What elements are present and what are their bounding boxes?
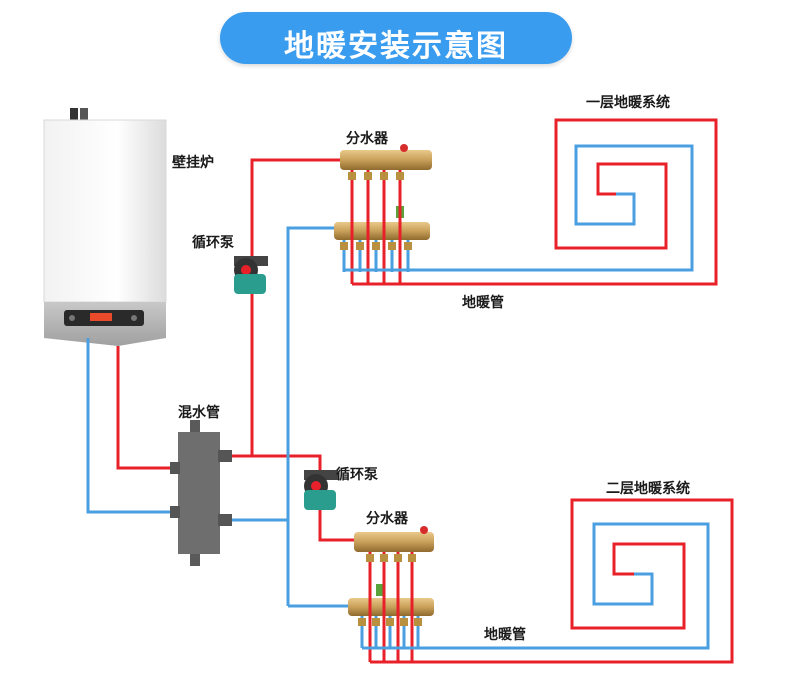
label-boiler: 壁挂炉 xyxy=(172,155,214,171)
page-title: 地暖安装示意图 xyxy=(284,29,508,64)
boiler xyxy=(43,108,167,346)
riser-pipes xyxy=(232,158,354,608)
floor2-heating-loop xyxy=(362,498,734,664)
mixing-pipe xyxy=(170,420,232,566)
floor1-heating-loop xyxy=(344,118,718,286)
label-system-floor2: 二层地暖系统 xyxy=(606,481,690,497)
label-floor-pipe-bottom: 地暖管 xyxy=(484,627,526,643)
label-mixing-pipe: 混水管 xyxy=(178,405,220,421)
manifold-top xyxy=(334,144,432,284)
label-manifold-top: 分水器 xyxy=(346,131,388,147)
label-pump-bottom: 循环泵 xyxy=(336,467,378,483)
manifold-bottom xyxy=(348,526,434,662)
label-manifold-bottom: 分水器 xyxy=(366,511,408,527)
title-banner: 地暖安装示意图 xyxy=(220,12,572,64)
label-floor-pipe-top: 地暖管 xyxy=(462,295,504,311)
pump-top xyxy=(234,256,268,294)
pump-bottom xyxy=(304,470,338,510)
label-pump-top: 循环泵 xyxy=(192,235,234,251)
label-system-floor1: 一层地暖系统 xyxy=(586,95,670,111)
boiler-pipes xyxy=(86,338,178,514)
